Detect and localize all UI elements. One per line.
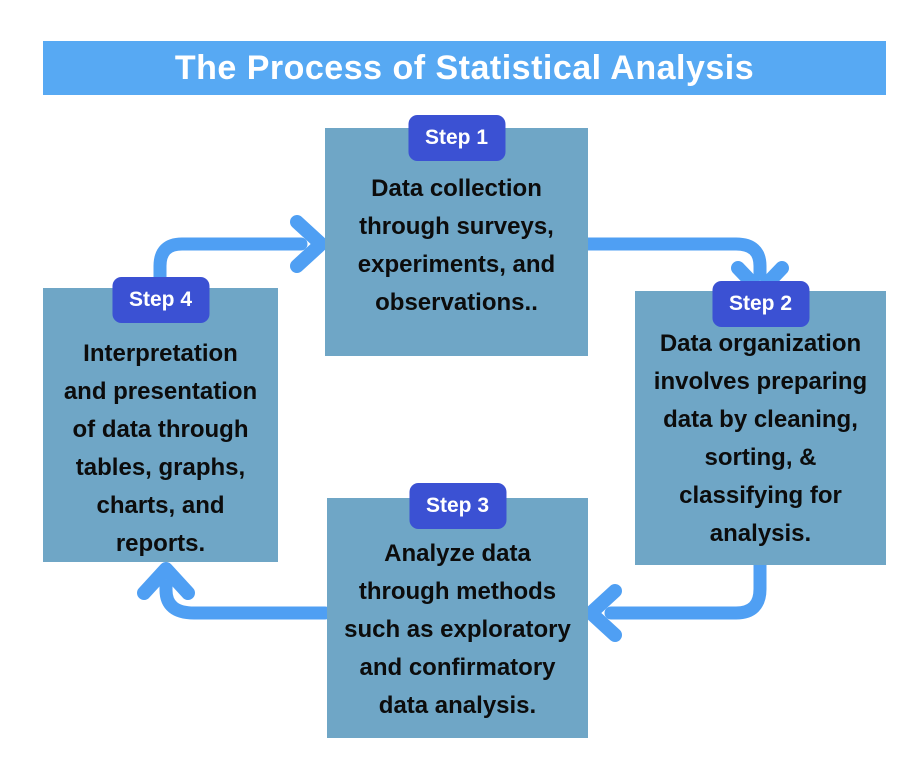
step-3-badge: Step 3 xyxy=(408,483,507,529)
step-1-text: Data collection through surveys, experim… xyxy=(357,175,556,316)
step-3-box: Step 3 Analyze data through methods such… xyxy=(327,483,588,738)
step-4-box: Step 4 Interpretation and presentation o… xyxy=(43,277,278,562)
step-1-badge: Step 1 xyxy=(407,115,506,161)
step-3-text: Analyze data through methods such as exp… xyxy=(344,540,571,719)
arrow-step2-to-step3 xyxy=(584,553,767,642)
step-4-badge: Step 4 xyxy=(111,277,210,323)
title-banner: The Process of Statistical Analysis xyxy=(43,41,886,95)
step-2-badge: Step 2 xyxy=(711,281,810,327)
arrow-step3-to-step4 xyxy=(137,562,332,620)
step-2-box: Step 2 Data organization involves prepar… xyxy=(635,281,886,565)
step-2-text: Data organization involves preparing dat… xyxy=(653,330,868,547)
page-title: The Process of Statistical Analysis xyxy=(174,48,755,87)
step-4-text: Interpretation and presentation of data … xyxy=(63,340,258,557)
step-1-box: Step 1 Data collection through surveys, … xyxy=(325,115,588,356)
arrow-step4-to-step1 xyxy=(153,215,328,291)
